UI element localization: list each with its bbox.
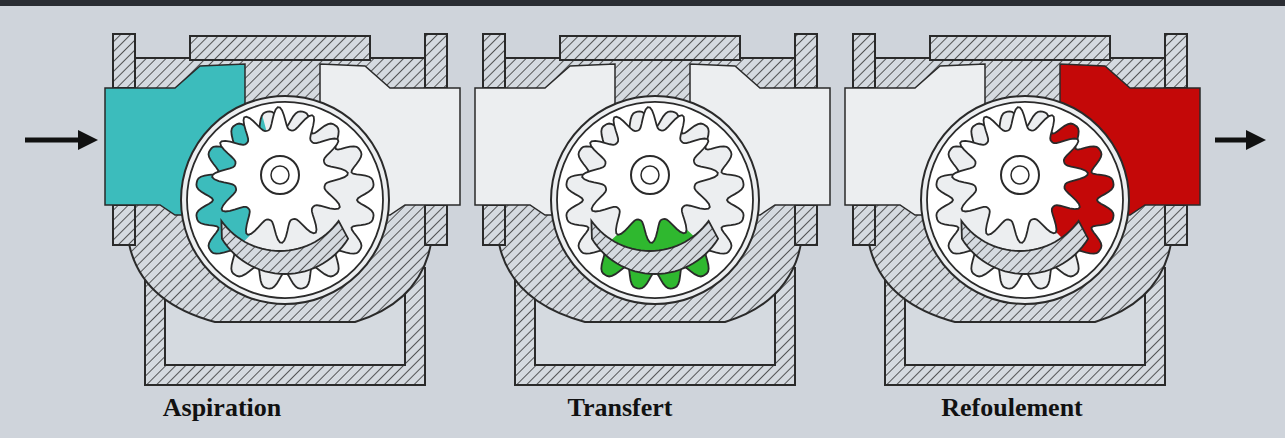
flange	[483, 205, 505, 245]
flange	[853, 205, 875, 245]
pump-panel	[845, 34, 1200, 385]
inner-pinion-gear	[582, 107, 718, 243]
flange	[1165, 205, 1187, 245]
inlet-arrowhead	[78, 130, 98, 150]
pump-panel	[105, 34, 460, 385]
top-cover	[190, 36, 370, 60]
gear-cavity	[921, 96, 1129, 304]
flange	[113, 205, 135, 245]
stage-label: Transfert	[568, 393, 673, 423]
shaft-hub	[261, 156, 299, 194]
gear-cavity	[551, 96, 759, 304]
crescent	[591, 221, 718, 274]
shaft	[641, 166, 659, 184]
flange	[425, 34, 447, 88]
internal-ring-gear	[557, 102, 753, 298]
outlet-arrowhead	[1246, 130, 1266, 150]
stage-label: Refoulement	[941, 393, 1083, 423]
flange	[425, 205, 447, 245]
crescent	[961, 221, 1088, 274]
gear-cavity	[181, 96, 389, 304]
top-frame	[0, 0, 1285, 6]
top-cover	[930, 36, 1110, 60]
flange	[795, 205, 817, 245]
internal-ring-gear	[187, 102, 383, 298]
pump-panel	[475, 34, 830, 385]
shaft	[271, 166, 289, 184]
shaft-hub	[1001, 156, 1039, 194]
flange	[483, 34, 505, 88]
flange	[853, 34, 875, 88]
inlet-arrow	[25, 138, 82, 143]
top-cover	[560, 36, 740, 60]
outlet-arrow	[1215, 138, 1250, 143]
shaft-hub	[631, 156, 669, 194]
inner-pinion-gear	[212, 107, 348, 243]
stage-label: Aspiration	[163, 393, 281, 423]
crescent	[221, 221, 348, 274]
flange	[795, 34, 817, 88]
inner-pinion-gear	[952, 107, 1088, 243]
internal-ring-gear	[927, 102, 1123, 298]
flange	[1165, 34, 1187, 88]
shaft	[1011, 166, 1029, 184]
flange	[113, 34, 135, 88]
